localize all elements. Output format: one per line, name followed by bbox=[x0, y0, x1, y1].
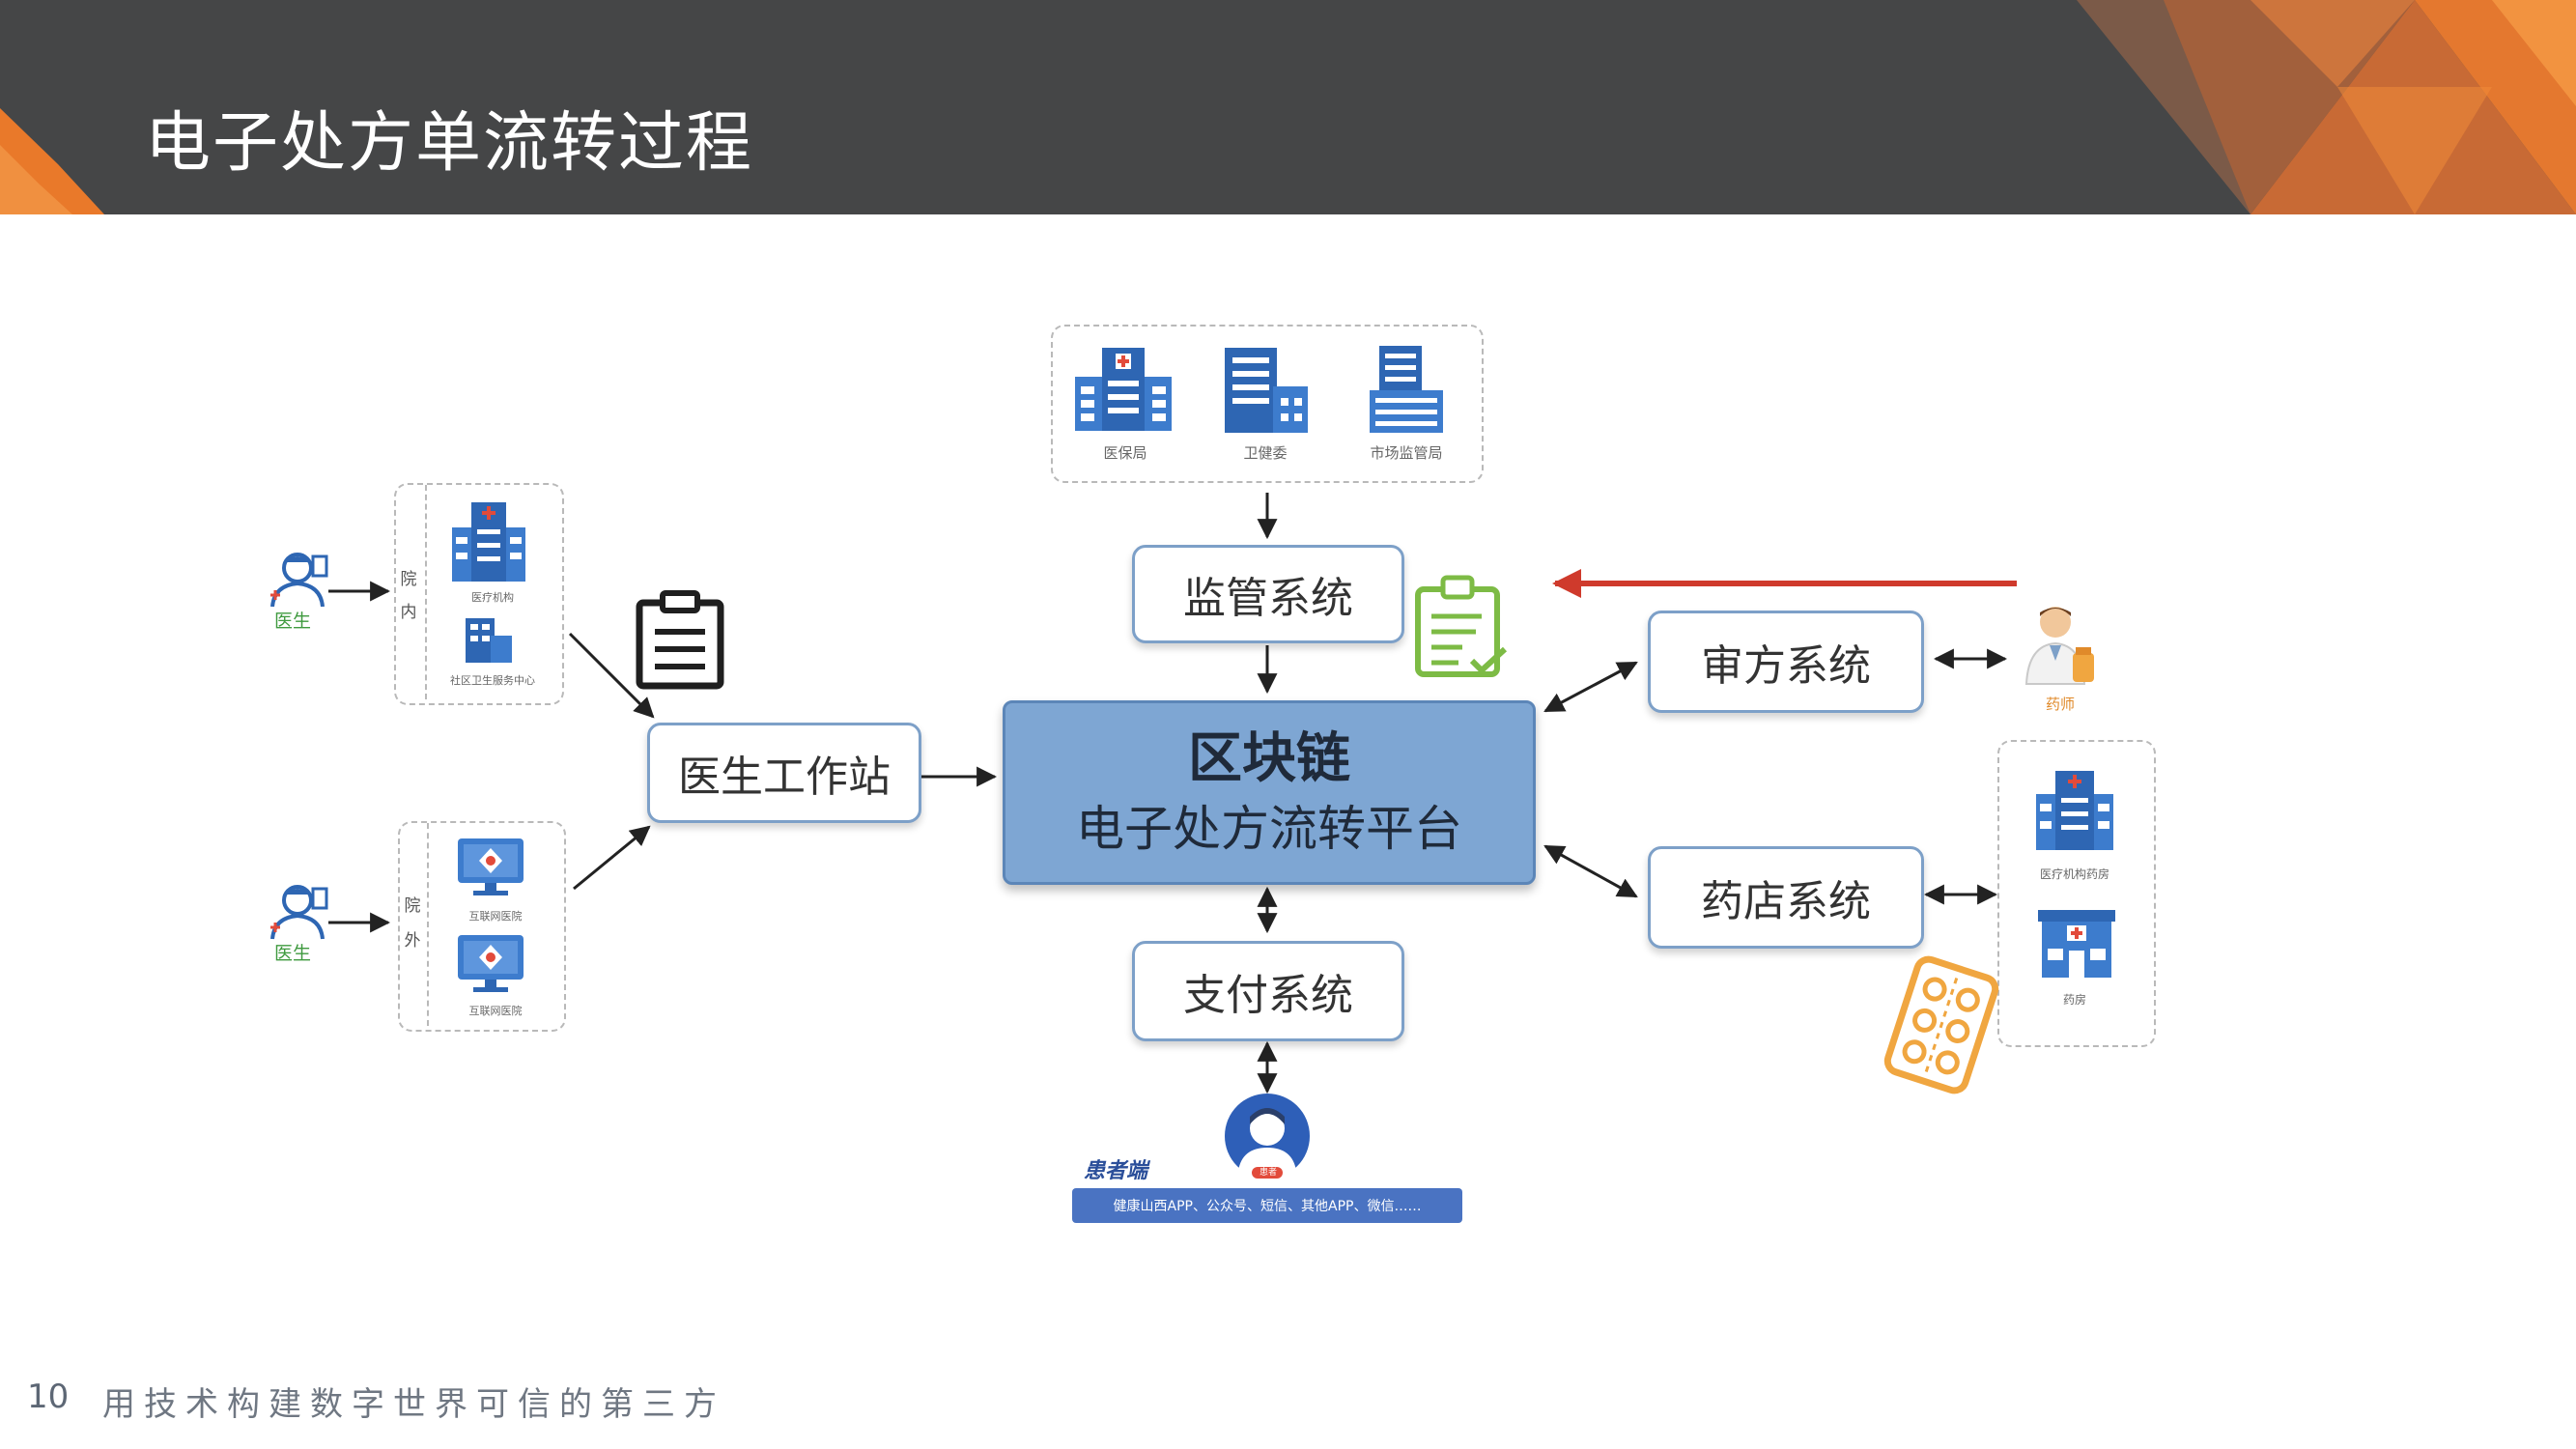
header-decoration bbox=[0, 0, 2576, 214]
platform-title: 区块链 bbox=[1188, 726, 1350, 790]
pill-blister-icon bbox=[1883, 955, 1999, 1094]
patient-label: 患者端 bbox=[1084, 1159, 1148, 1183]
agency-label: 市场监管局 bbox=[1370, 444, 1443, 462]
side-label-char: 院 bbox=[404, 896, 421, 916]
patient-channels-bar: 健康山西APP、公众号、短信、其他APP、微信…… bbox=[1072, 1188, 1462, 1223]
doctor-label: 医生 bbox=[274, 611, 312, 632]
doctor-icon bbox=[270, 553, 328, 608]
monitor-icon bbox=[458, 935, 524, 992]
group-item-label: 互联网医院 bbox=[468, 1005, 523, 1017]
group-item-label: 药房 bbox=[2062, 993, 2086, 1007]
side-label-char: 内 bbox=[400, 603, 417, 622]
doctor-workstation-box[interactable]: 医生工作站 bbox=[647, 723, 921, 823]
pharmacist-icon bbox=[2024, 607, 2094, 685]
group-item-label: 医疗机构 bbox=[471, 591, 514, 604]
group-item-label: 社区卫生服务中心 bbox=[450, 674, 535, 687]
pharmacy-system-box[interactable]: 药店系统 bbox=[1648, 846, 1924, 949]
hospital-building-icon bbox=[452, 502, 525, 582]
arrow-outside-to-station bbox=[573, 825, 651, 891]
doctor-icon bbox=[270, 885, 328, 940]
page-number: 10 bbox=[27, 1378, 70, 1416]
header-band: 电子处方单流转过程 bbox=[0, 0, 2576, 214]
hospital-building-icon bbox=[1075, 348, 1172, 431]
hospital-building-icon bbox=[2036, 771, 2113, 850]
blockchain-platform-box[interactable]: 区块链 电子处方流转平台 bbox=[1003, 700, 1536, 885]
approved-clipboard-icon bbox=[1415, 575, 1508, 677]
agency-label: 医保局 bbox=[1103, 444, 1147, 462]
monitor-icon bbox=[458, 838, 524, 895]
clipboard-icon bbox=[636, 590, 724, 690]
prescription-review-box[interactable]: 审方系统 bbox=[1648, 611, 1924, 713]
regulation-system-box[interactable]: 监管系统 bbox=[1132, 545, 1404, 643]
arrow-platform-review bbox=[1543, 661, 1638, 713]
side-label-char: 外 bbox=[404, 931, 421, 951]
pharmacy-store-icon bbox=[2038, 910, 2115, 978]
group-divider bbox=[425, 485, 427, 699]
group-item-label: 医疗机构药房 bbox=[2039, 867, 2109, 881]
footer-slogan: 用技术构建数字世界可信的第三方 bbox=[102, 1385, 725, 1424]
office-building-icon bbox=[466, 618, 512, 663]
slide-title: 电子处方单流转过程 bbox=[145, 105, 754, 182]
office-building-icon bbox=[1225, 348, 1308, 433]
patient-avatar-icon bbox=[1225, 1094, 1310, 1180]
group-divider bbox=[427, 823, 429, 1026]
group-item-label: 互联网医院 bbox=[468, 910, 523, 923]
agency-label: 卫健委 bbox=[1243, 444, 1288, 462]
office-building-icon bbox=[1370, 346, 1443, 433]
arrow-inside-to-station bbox=[568, 632, 655, 719]
doctor-label: 医生 bbox=[274, 943, 312, 964]
payment-system-box[interactable]: 支付系统 bbox=[1132, 941, 1404, 1041]
platform-subtitle: 电子处方流转平台 bbox=[1076, 800, 1462, 857]
pharmacist-label: 药师 bbox=[2046, 696, 2076, 713]
side-label-char: 院 bbox=[400, 570, 417, 589]
patient-avatar-tag: 患者 bbox=[1259, 1168, 1277, 1178]
arrow-platform-pharmacy bbox=[1543, 844, 1638, 898]
